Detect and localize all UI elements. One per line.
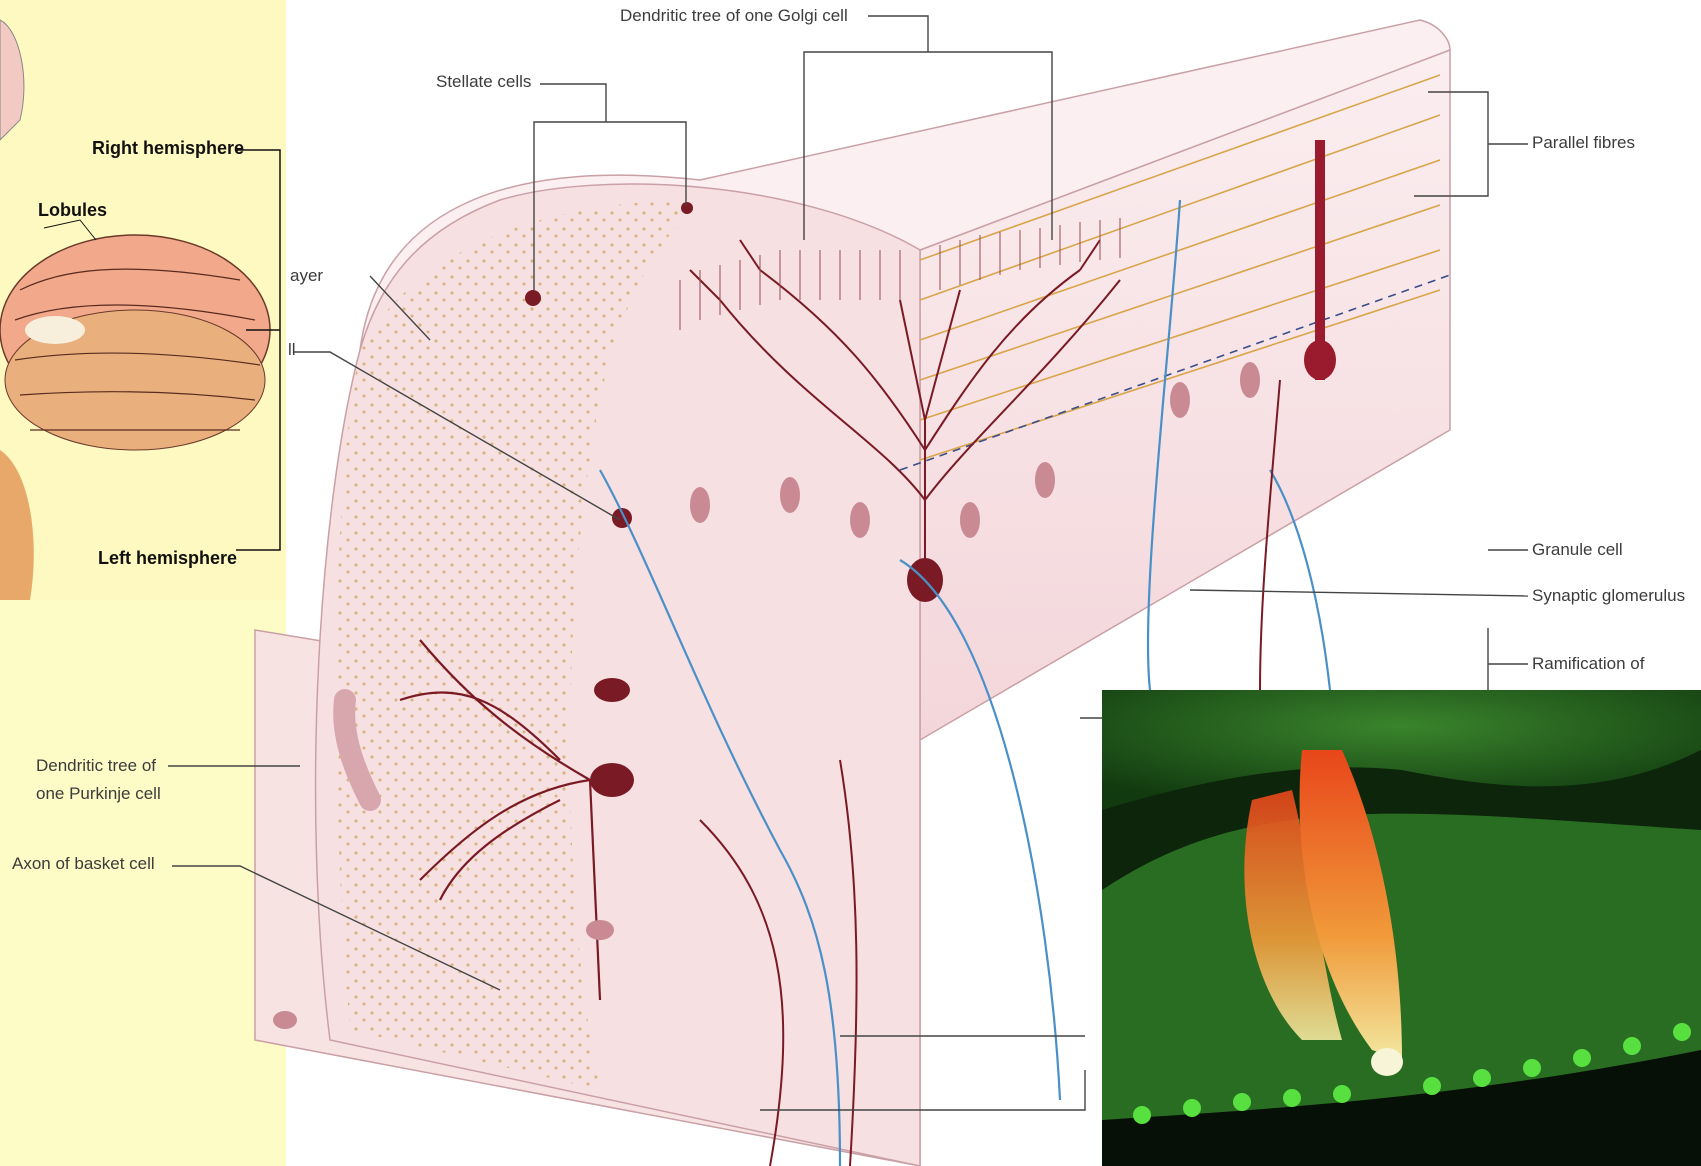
left-hemisphere-label: Left hemisphere — [98, 548, 237, 570]
granule-cell-label: Granule cell — [1532, 540, 1623, 560]
lobules-label: Lobules — [38, 200, 107, 222]
brainstem-fragment — [0, 20, 24, 140]
fluorescence-micrograph — [1102, 690, 1701, 1166]
stellate-cells-label: Stellate cells — [436, 72, 531, 92]
purkinje-tree-label-1: Dendritic tree of — [36, 756, 156, 776]
synaptic-glomerulus-label: Synaptic glomerulus — [1532, 586, 1685, 606]
cell-label-fragment: ll — [288, 340, 296, 360]
ramification-label: Ramification of — [1532, 654, 1644, 674]
peduncle-stub — [0, 450, 34, 600]
purkinje-tree-label-2: one Purkinje cell — [36, 784, 161, 804]
labelled-soma — [1371, 1048, 1403, 1076]
basket-soma — [594, 678, 630, 702]
parallel-fibres-label: Parallel fibres — [1532, 133, 1635, 153]
cerebellum-section-illustration — [0, 0, 286, 600]
golgi-tree-label: Dendritic tree of one Golgi cell — [620, 6, 848, 26]
golgi-soma — [1304, 340, 1336, 380]
basket-axon-label: Axon of basket cell — [12, 854, 155, 874]
lobules-pointer — [44, 220, 96, 240]
white-matter-core — [25, 316, 85, 344]
right-hemisphere-label: Right hemisphere — [92, 138, 244, 160]
purkinje-soma-left — [590, 763, 634, 797]
purkinje-fluorescence-image — [1102, 690, 1701, 1166]
layer-label-fragment: ayer — [290, 266, 323, 286]
cerebellum-inset: Right hemisphere Lobules Left hemisphere — [0, 0, 286, 600]
